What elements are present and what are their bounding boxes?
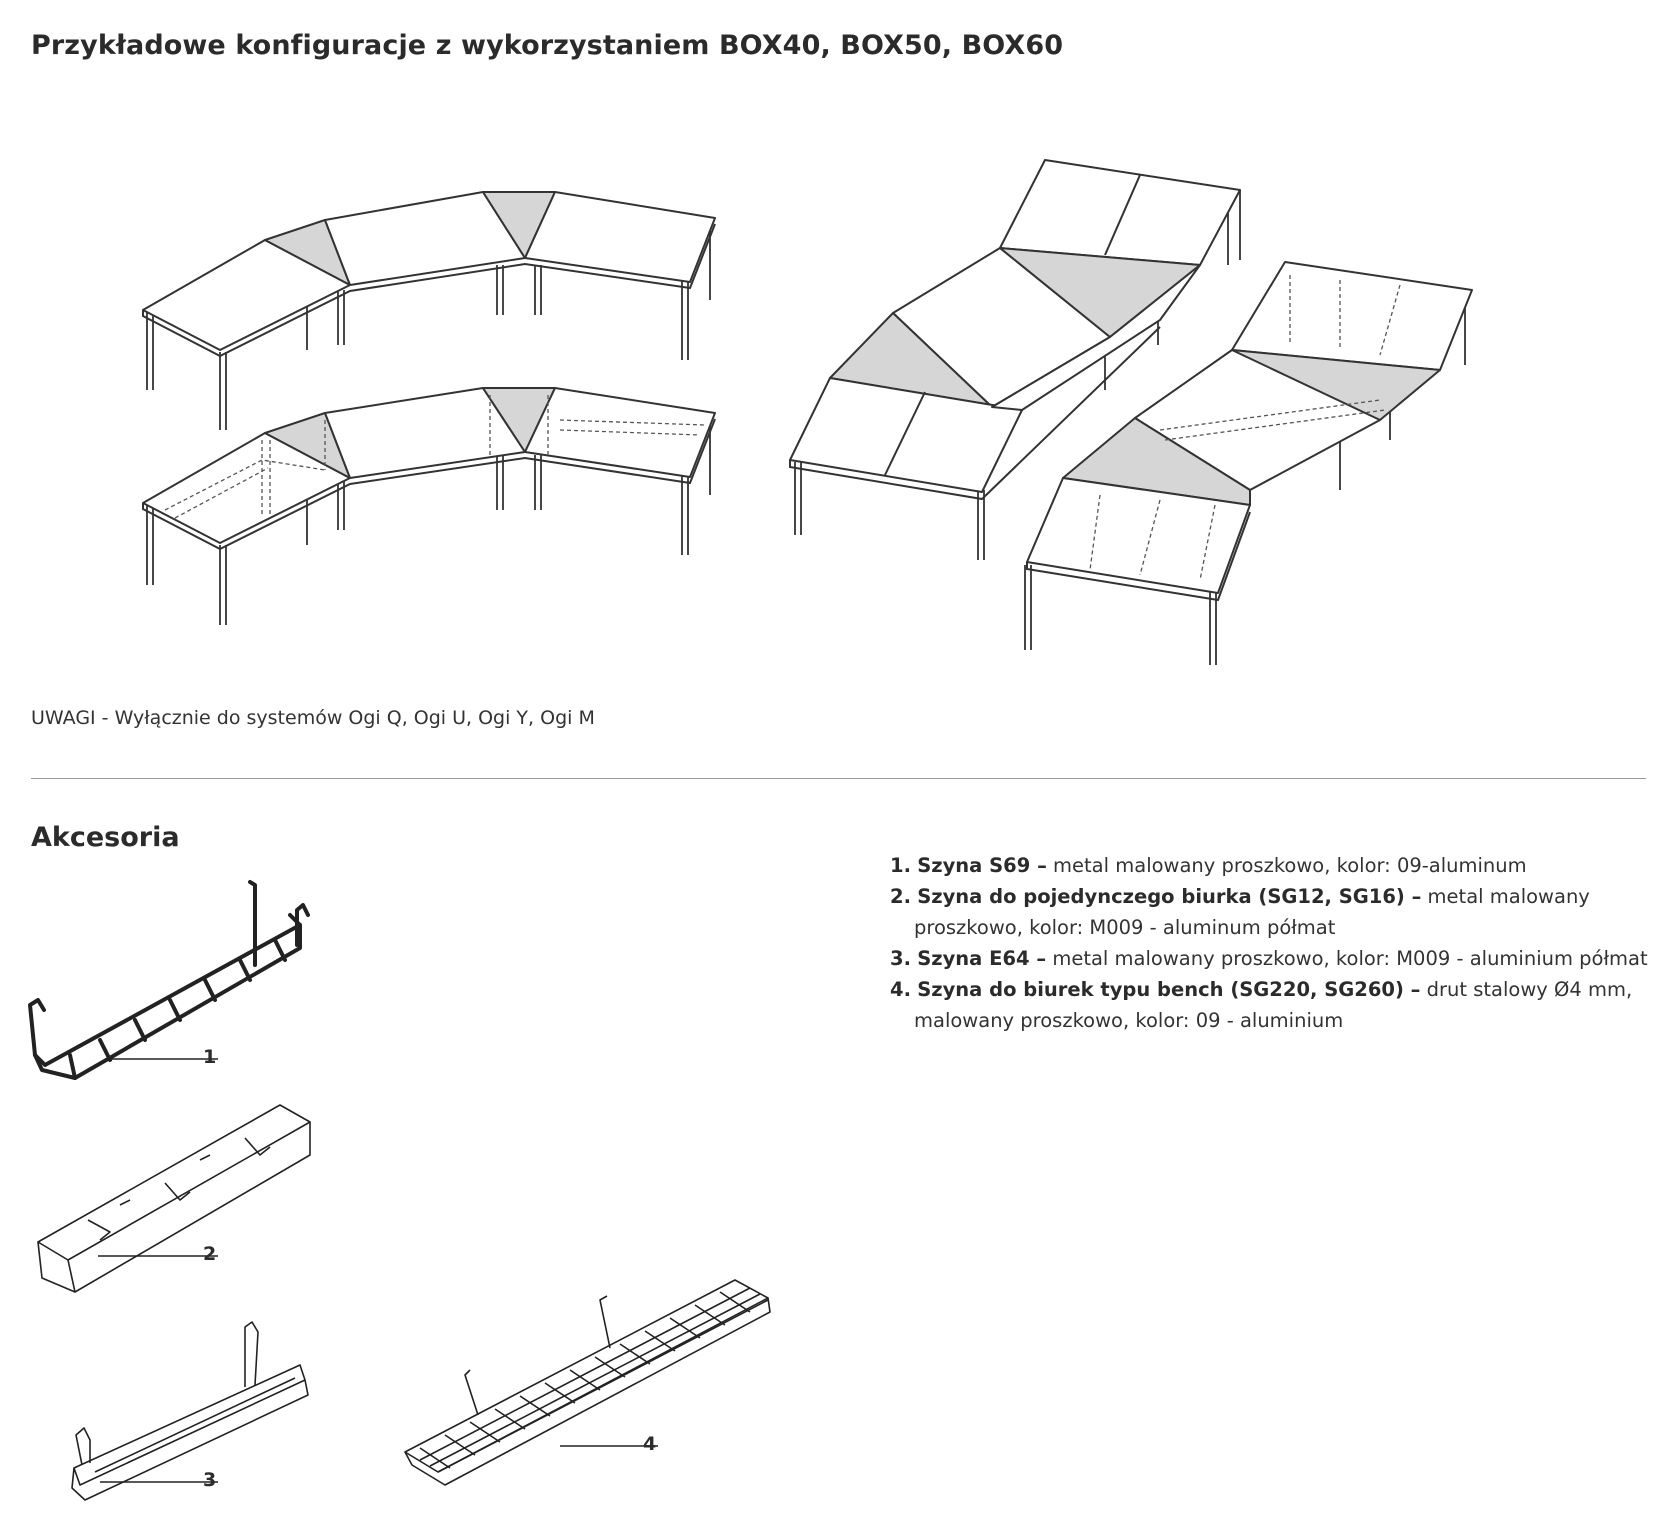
accessory-4-bench-tray xyxy=(404,1279,771,1486)
accessory-desc: metal malowany proszkowo, kolor: 09-alum… xyxy=(1046,854,1527,877)
accessory-desc: drut stalowy Ø4 mm, malowany proszkowo, … xyxy=(914,978,1633,1032)
accessory-item: 1. Szyna S69 – metal malowany proszkowo,… xyxy=(890,850,1670,881)
accessories-illustration xyxy=(28,880,771,1501)
accessories-list: 1. Szyna S69 – metal malowany proszkowo,… xyxy=(890,850,1670,1036)
config-curved-desks-top xyxy=(142,191,716,430)
accessory-desc: metal malowany proszkowo, kolor: M009 - … xyxy=(914,885,1590,939)
accessory-number: 3. xyxy=(890,947,911,970)
accessory-item: 4. Szyna do biurek typu bench (SG220, SG… xyxy=(890,974,1670,1036)
configurations-illustration xyxy=(142,159,1473,665)
accessory-item: 3. Szyna E64 – metal malowany proszkowo,… xyxy=(890,943,1670,974)
accessory-number: 4. xyxy=(890,978,911,1001)
accessory-1-wire-tray xyxy=(28,880,310,1080)
page-title: Przykładowe konfiguracje z wykorzystanie… xyxy=(31,30,1064,61)
config-wave-desks-frame xyxy=(1024,261,1473,665)
callout-4: 4 xyxy=(643,1433,657,1455)
accessory-2-channel xyxy=(37,1104,311,1293)
accessory-number: 1. xyxy=(890,854,911,877)
accessory-desc: metal malowany proszkowo, kolor: M009 - … xyxy=(1046,947,1648,970)
accessory-item: 2. Szyna do pojedynczego biurka (SG12, S… xyxy=(890,881,1670,943)
callout-3: 3 xyxy=(203,1469,217,1491)
section-divider xyxy=(31,778,1646,779)
accessory-3-tray xyxy=(71,1321,309,1501)
accessory-name: Szyna do biurek typu bench (SG220, SG260… xyxy=(917,978,1421,1001)
accessory-name: Szyna do pojedynczego biurka (SG12, SG16… xyxy=(917,885,1422,908)
config-curved-desks-bottom xyxy=(142,387,716,625)
accessory-name: Szyna S69 – xyxy=(917,854,1047,877)
accessories-title: Akcesoria xyxy=(31,822,180,853)
notes-text: UWAGI - Wyłącznie do systemów Ogi Q, Ogi… xyxy=(31,707,595,729)
callout-2: 2 xyxy=(203,1243,217,1265)
accessory-name: Szyna E64 – xyxy=(917,947,1047,970)
callout-1: 1 xyxy=(203,1046,217,1068)
accessory-number: 2. xyxy=(890,885,911,908)
config-wave-desks xyxy=(789,159,1241,560)
